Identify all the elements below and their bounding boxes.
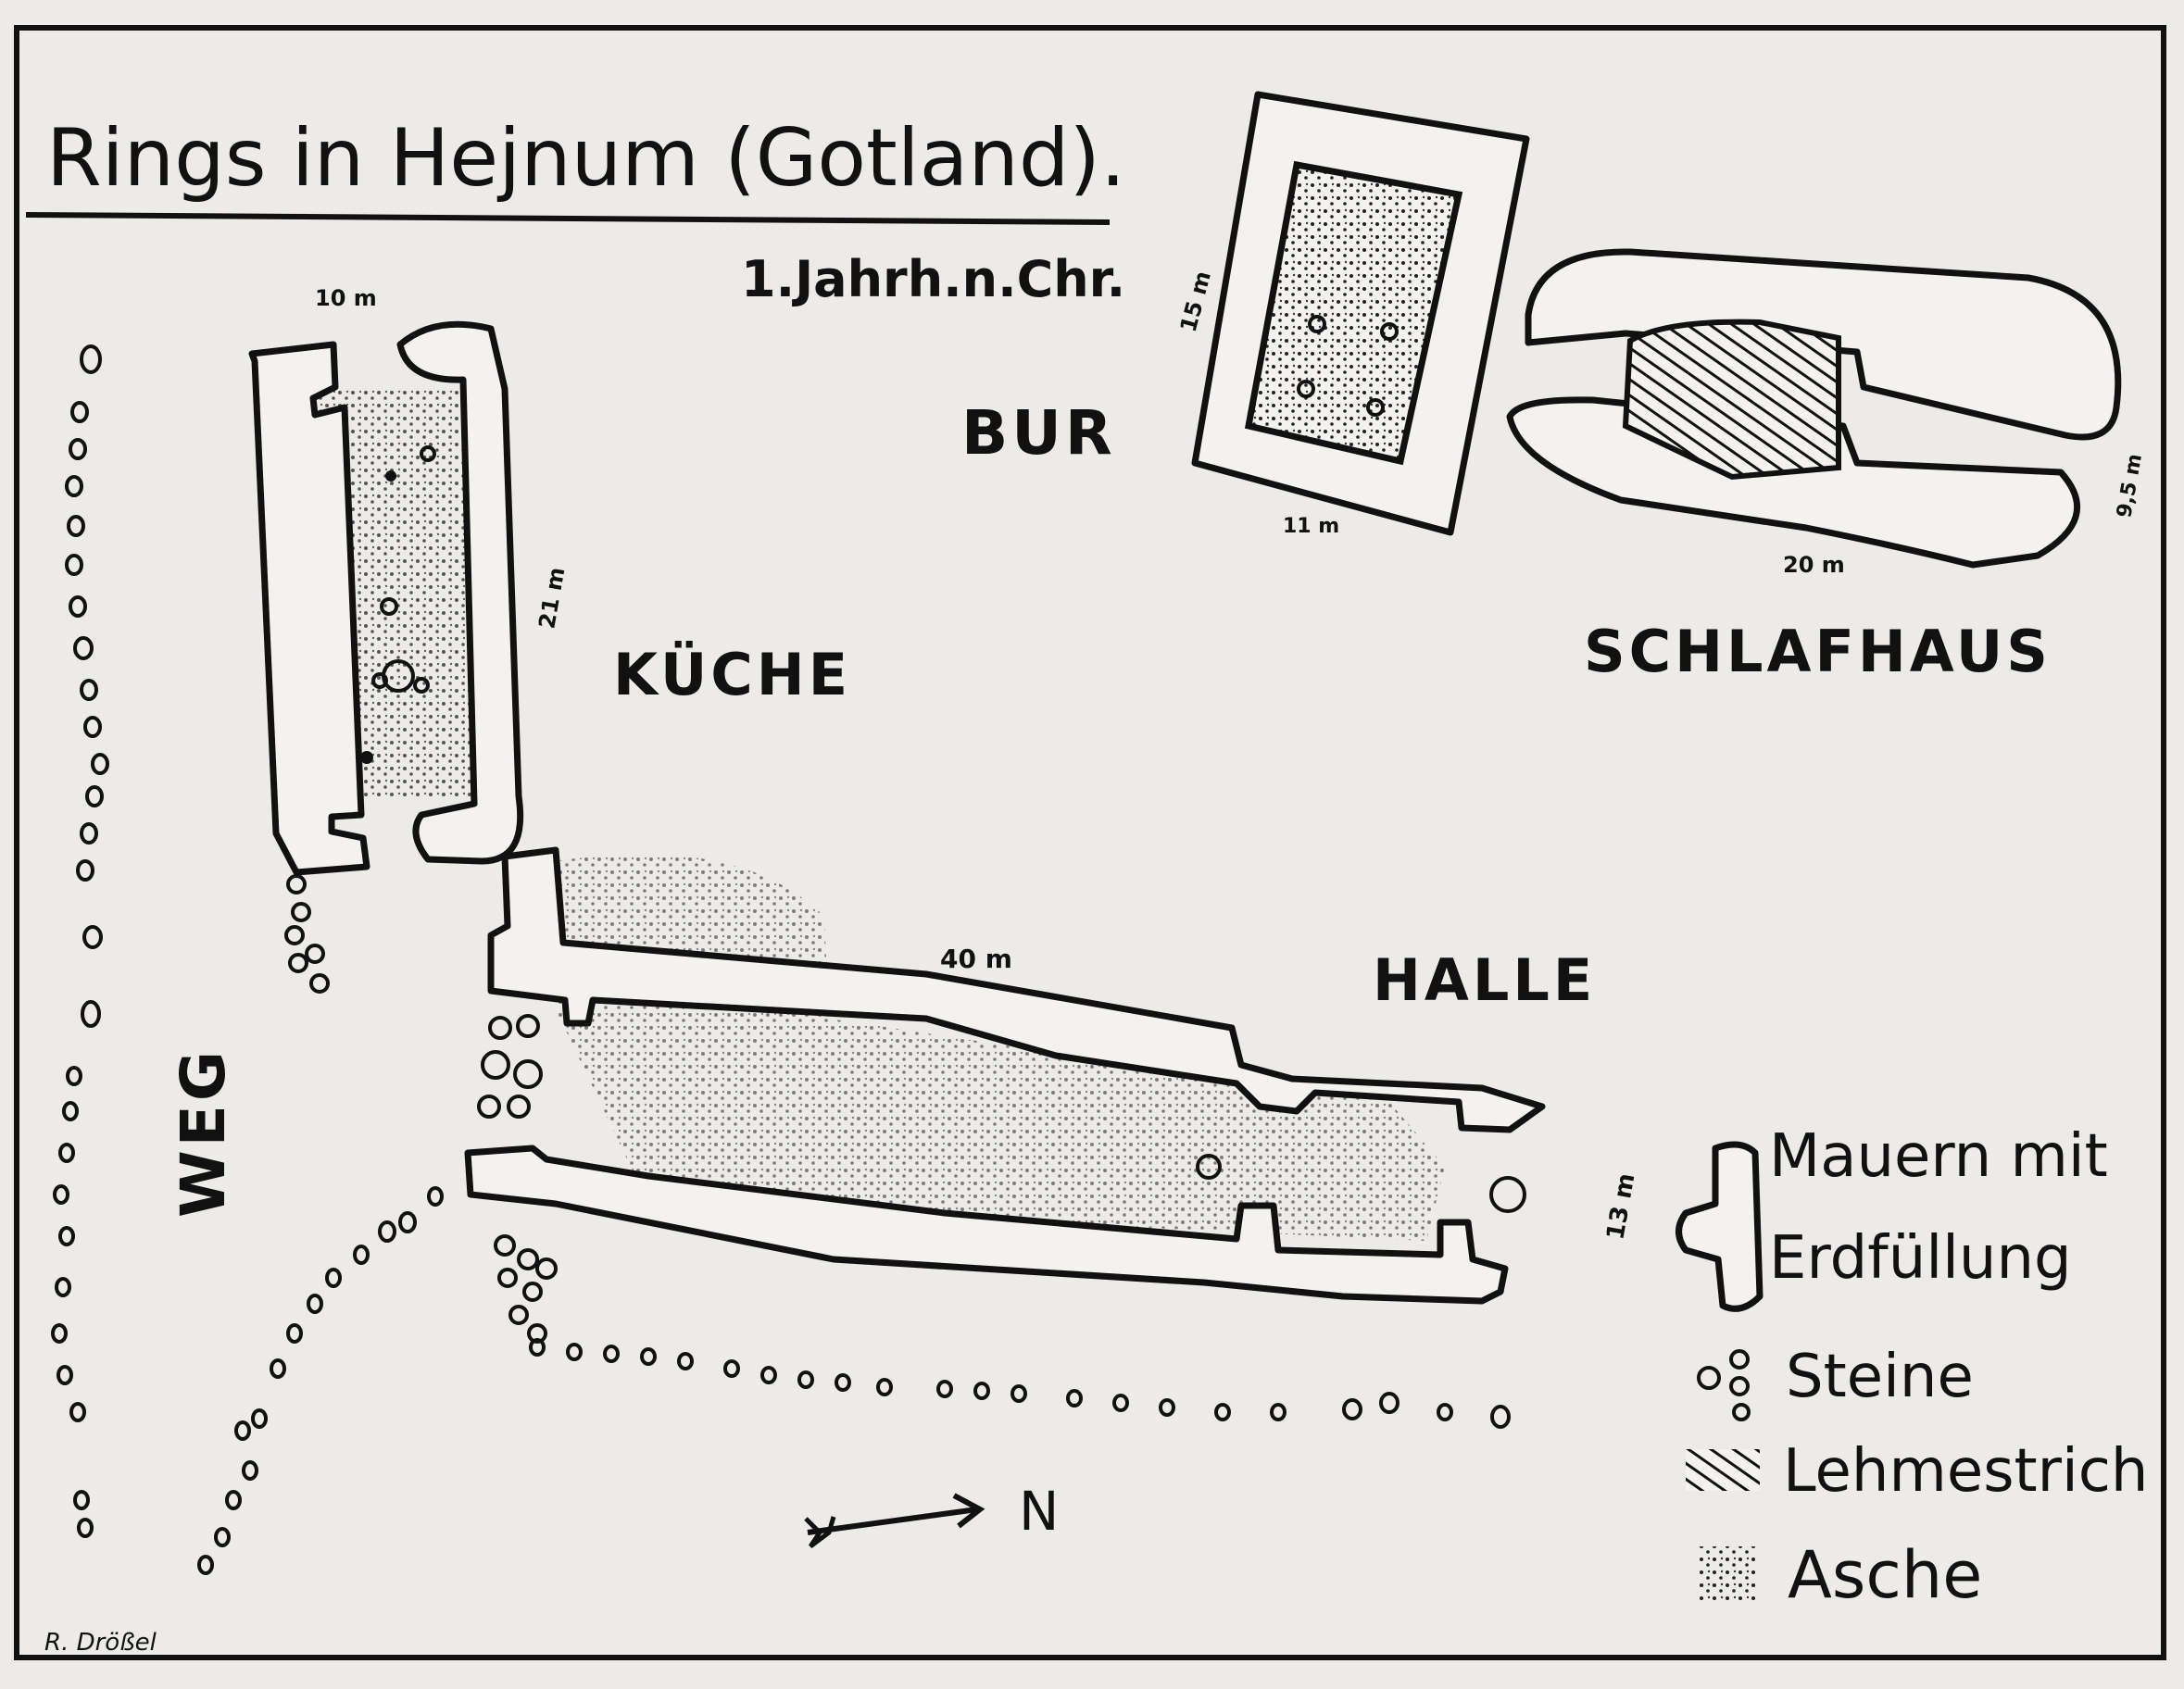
measure-schlafhaus-height: 9,5 m	[2113, 452, 2147, 519]
map-frame	[14, 25, 2166, 1660]
measure-schlafhaus-width: 20 m	[1783, 552, 1845, 578]
label-weg: WEG	[168, 1047, 239, 1218]
stone-row-diagonal	[197, 1186, 444, 1575]
label-kueche: KÜCHE	[613, 641, 851, 708]
measure-halle-length: 40 m	[940, 944, 1012, 974]
north-arrow	[804, 1493, 985, 1548]
measure-halle-width: 13 m	[1601, 1171, 1640, 1242]
stone-row-bottom	[529, 1338, 1511, 1429]
legend-ash-symbol	[1700, 1546, 1755, 1602]
bur-building	[1191, 91, 1530, 536]
legend-clay-symbol	[1686, 1449, 1760, 1491]
halle-building	[464, 846, 1546, 1305]
label-schlafhaus: SCHLAFHAUS	[1584, 618, 2052, 685]
measure-bur-width: 11 m	[1283, 515, 1339, 538]
legend-walls-line2: Erdfüllung	[1769, 1224, 2072, 1293]
legend: Mauern mit Erdfüllung Steine Lehmestrich…	[1676, 1122, 2148, 1613]
artist-signature: R. Drößel	[44, 1629, 157, 1657]
kueche-building	[248, 320, 524, 876]
legend-walls-line1: Mauern mit	[1769, 1122, 2108, 1191]
map-title: Rings in Hejnum (Gotland).	[46, 112, 1125, 205]
stone-cluster-gate	[284, 874, 558, 1344]
legend-ash: Asche	[1788, 1537, 1982, 1613]
stone-row-weg	[51, 344, 109, 1538]
title-underline	[25, 212, 1111, 225]
legend-stones: Steine	[1786, 1343, 1974, 1411]
legend-stones-symbol	[1697, 1349, 1751, 1421]
measure-kueche-length: 21 m	[533, 565, 570, 631]
schlafhaus-building	[1506, 248, 2122, 569]
label-halle: HALLE	[1373, 946, 1596, 1014]
legend-clay-floor: Lehmestrich	[1783, 1437, 2148, 1506]
measure-kueche-width: 10 m	[315, 285, 377, 311]
north-label: N	[1019, 1480, 1059, 1543]
map-subtitle: 1.Jahrh.n.Chr.	[741, 250, 1125, 308]
legend-wall-symbol	[1676, 1141, 1764, 1312]
measure-bur-height: 15 m	[1175, 269, 1216, 335]
label-bur: BUR	[961, 397, 1116, 469]
